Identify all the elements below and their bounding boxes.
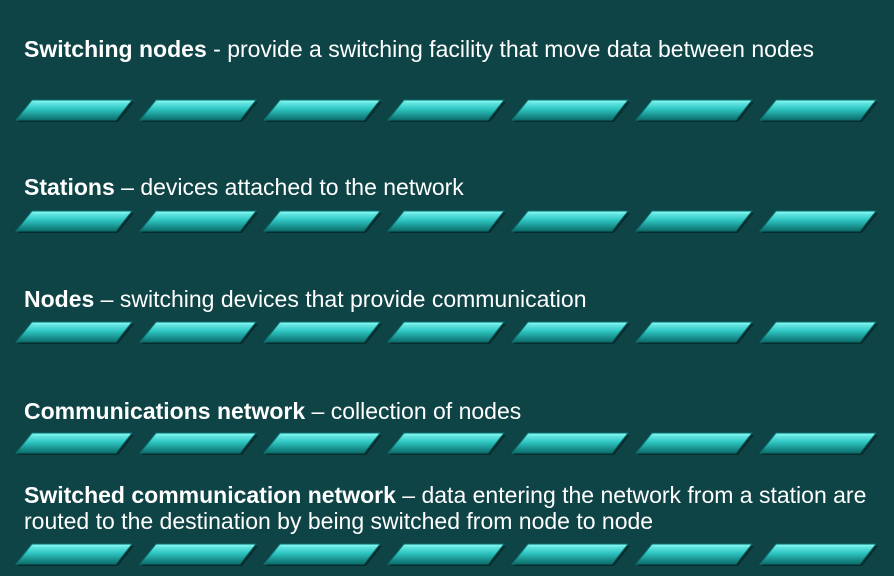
term: Communications network	[24, 398, 306, 424]
divider-segment	[386, 432, 506, 455]
separator: -	[206, 36, 228, 62]
divider-segment	[510, 543, 630, 566]
term: Stations	[24, 174, 115, 200]
definition-switching-nodes: Switching nodes - provide a switching fa…	[24, 36, 874, 62]
definition-nodes: Nodes – switching devices that provide c…	[24, 286, 874, 312]
divider-segment	[634, 321, 754, 344]
separator: –	[395, 482, 422, 508]
divider-bar	[14, 98, 884, 122]
divider-segment	[510, 321, 630, 344]
definition-text: switching devices that provide communica…	[119, 286, 587, 312]
divider-segment	[138, 321, 258, 344]
divider-segment	[386, 543, 506, 566]
divider-segment	[510, 210, 630, 233]
divider-segment	[510, 432, 630, 455]
divider-bar	[14, 320, 884, 344]
definition-text: provide a switching facility that move d…	[227, 36, 815, 62]
divider-segment	[138, 210, 258, 233]
divider-segment	[758, 432, 878, 455]
divider-segment	[262, 99, 382, 122]
divider-bar	[14, 542, 884, 566]
divider-segment	[386, 99, 506, 122]
definition-text: data entering the network from a station…	[24, 482, 867, 534]
divider-segment	[14, 321, 134, 344]
divider-segment	[138, 99, 258, 122]
divider-segment	[14, 99, 134, 122]
divider-segment	[14, 210, 134, 233]
divider-segment	[262, 543, 382, 566]
definition-text: devices attached to the network	[140, 174, 464, 200]
divider-segment	[14, 432, 134, 455]
definition-switched-communication-network: Switched communication network – data en…	[24, 482, 874, 534]
divider-segment	[262, 210, 382, 233]
term: Nodes	[24, 286, 95, 312]
divider-segment	[758, 321, 878, 344]
divider-segment	[634, 210, 754, 233]
divider-segment	[138, 543, 258, 566]
divider-segment	[262, 432, 382, 455]
divider-segment	[386, 210, 506, 233]
divider-segment	[262, 321, 382, 344]
definition-communications-network: Communications network – collection of n…	[24, 398, 874, 424]
separator: –	[305, 398, 331, 424]
divider-segment	[138, 432, 258, 455]
divider-segment	[758, 543, 878, 566]
term: Switching nodes	[24, 36, 207, 62]
definition-text: collection of nodes	[330, 398, 522, 424]
divider-segment	[14, 543, 134, 566]
definition-stations: Stations – devices attached to the netwo…	[24, 174, 874, 200]
divider-bar	[14, 209, 884, 233]
separator: –	[94, 286, 120, 312]
divider-segment	[386, 321, 506, 344]
divider-segment	[634, 543, 754, 566]
divider-segment	[758, 210, 878, 233]
divider-segment	[634, 432, 754, 455]
divider-segment	[634, 99, 754, 122]
divider-bar	[14, 431, 884, 455]
term: Switched communication network	[24, 482, 396, 508]
divider-segment	[510, 99, 630, 122]
divider-segment	[758, 99, 878, 122]
separator: –	[114, 174, 141, 200]
